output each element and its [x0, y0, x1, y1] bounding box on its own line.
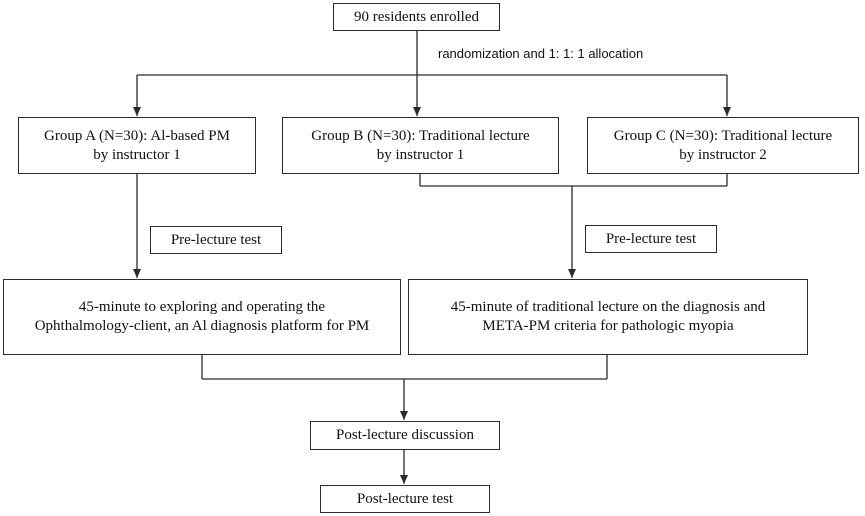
enrolled-box: 90 residents enrolled [333, 3, 500, 31]
lecture-session-line1: 45-minute of traditional lecture on the … [450, 299, 766, 315]
group-a-box: Group A (N=30): Al-based PM by instructo… [18, 117, 256, 174]
post-test-text: Post-lecture test [356, 490, 454, 507]
pre-test-right-box: Pre-lecture test [585, 225, 717, 253]
pre-test-left-text: Pre-lecture test [170, 231, 262, 248]
lecture-session-box: 45-minute of traditional lecture on the … [408, 279, 808, 355]
group-b-line1: Group B (N=30): Traditional lecture [311, 127, 530, 144]
pre-test-left-box: Pre-lecture test [150, 226, 282, 254]
group-a-line2: by instructor 1 [93, 146, 181, 163]
ai-session-line2: Ophthalmology-client, an Al diagnosis pl… [34, 318, 370, 334]
ai-session-box: 45-minute to exploring and operating the… [3, 279, 401, 355]
lecture-session-line2: META-PM criteria for pathologic myopia [482, 318, 734, 334]
post-test-box: Post-lecture test [320, 485, 490, 513]
group-b-line2: by instructor 1 [376, 146, 465, 163]
group-c-box: Group C (N=30): Traditional lecture by i… [587, 117, 859, 174]
discussion-text: Post-lecture discussion [336, 427, 474, 443]
group-c-line1: Group C (N=30): Traditional lecture [613, 127, 833, 144]
group-c-line2: by instructor 2 [679, 146, 767, 163]
group-a-line1: Group A (N=30): Al-based PM [44, 127, 230, 144]
randomization-label: randomization and 1: 1: 1 allocation [438, 46, 644, 61]
group-b-box: Group B (N=30): Traditional lecture by i… [282, 117, 559, 174]
discussion-box: Post-lecture discussion [310, 421, 500, 450]
pre-test-right-text: Pre-lecture test [605, 230, 697, 247]
enrolled-text: 90 residents enrolled [354, 8, 479, 25]
ai-session-line1: 45-minute to exploring and operating the [78, 299, 326, 315]
